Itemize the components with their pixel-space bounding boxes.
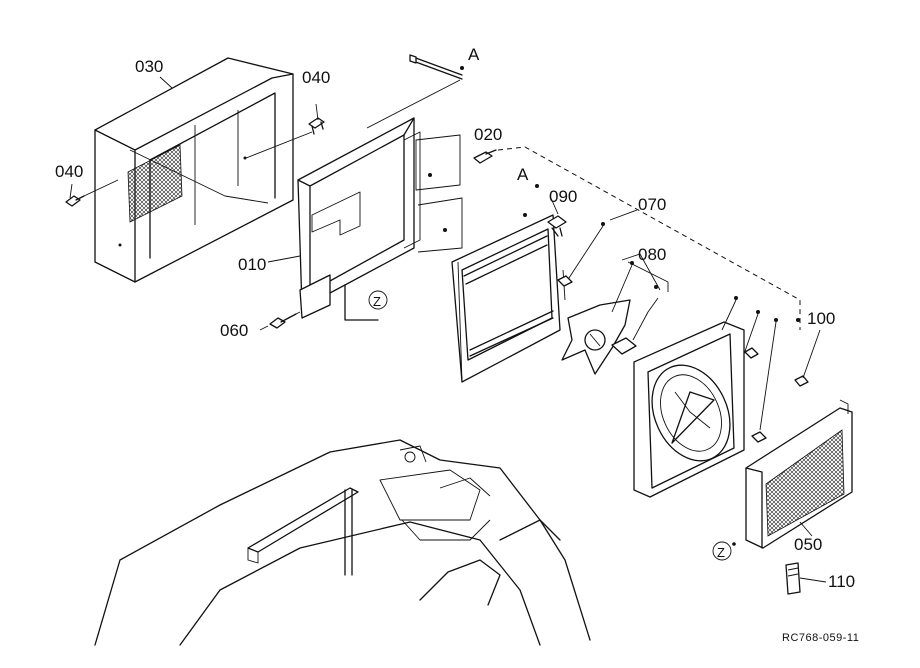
label-leaders	[159, 76, 661, 331]
callout-z-left: Z	[373, 294, 381, 309]
label-010: 010	[238, 255, 266, 274]
bolt-040-left	[65, 179, 119, 207]
drawing-reference: RC768-059-11	[782, 632, 859, 644]
machine-body-outline	[94, 439, 591, 646]
label-050: 050	[794, 535, 822, 554]
callout-a-mid: A	[517, 165, 529, 184]
shroud-bolts	[743, 310, 800, 443]
label-020: 020	[474, 125, 502, 144]
screen-panel-050	[745, 399, 853, 549]
label-060: 060	[220, 321, 248, 340]
bolt-040-top	[245, 103, 325, 159]
bolt-060	[269, 311, 301, 329]
label-040-top: 040	[302, 68, 330, 87]
label-090: 090	[549, 187, 577, 206]
label-040-left: 040	[55, 162, 83, 181]
callout-z-right: Z	[717, 545, 725, 560]
label-070: 070	[638, 195, 666, 214]
decal-110	[785, 562, 827, 595]
callout-z-circle-1	[368, 290, 388, 310]
fan-shroud-070	[633, 296, 745, 498]
long-bolt	[409, 54, 464, 80]
label-110: 110	[828, 572, 855, 591]
callout-a-top: A	[468, 45, 480, 64]
label-030: 030	[135, 57, 163, 76]
hood-shroud-030	[94, 57, 294, 283]
condenser-core	[451, 213, 561, 383]
fitting-020	[473, 146, 801, 330]
nut-100	[794, 329, 821, 387]
switch-090	[547, 215, 605, 301]
frame-010	[297, 79, 463, 321]
label-100: 100	[807, 309, 835, 328]
callout-z-circle-2	[712, 541, 732, 561]
label-080: 080	[638, 245, 666, 264]
fan-assembly	[561, 261, 669, 375]
